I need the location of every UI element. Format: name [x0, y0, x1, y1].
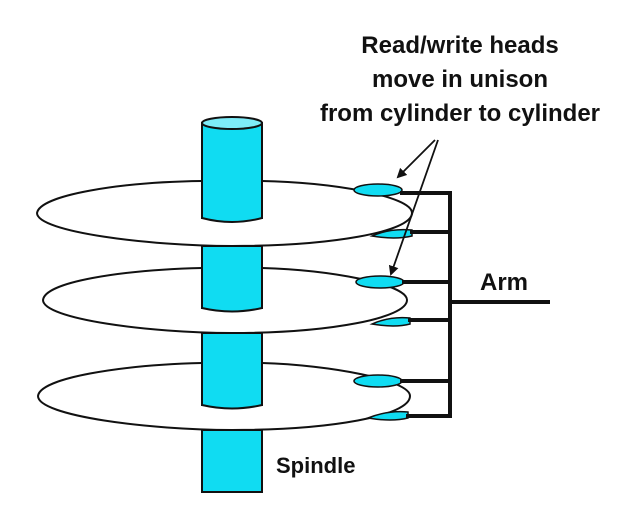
spindle-label: Spindle — [276, 453, 355, 478]
platter-3 — [36, 362, 412, 432]
arrow-to-head-2 — [388, 139, 439, 276]
platter-2 — [41, 267, 411, 335]
heads-caption-line-1: Read/write heads — [361, 32, 558, 59]
head-top-1 — [353, 183, 403, 197]
spindle-bottom-segment — [201, 429, 263, 493]
platter-1 — [35, 180, 414, 248]
pointer-arrows — [388, 139, 439, 276]
head-top-2 — [355, 275, 405, 289]
arrow-to-head-1 — [396, 139, 436, 179]
heads-caption-line-2: move in unison — [372, 66, 548, 93]
arm-label: Arm — [480, 269, 528, 296]
head-top-3 — [353, 374, 403, 388]
heads-caption-line-3: from cylinder to cylinder — [320, 100, 600, 127]
spindle-top-cap — [201, 116, 263, 130]
actuator-arm — [400, 191, 550, 418]
head-bottom-3 — [365, 410, 409, 421]
